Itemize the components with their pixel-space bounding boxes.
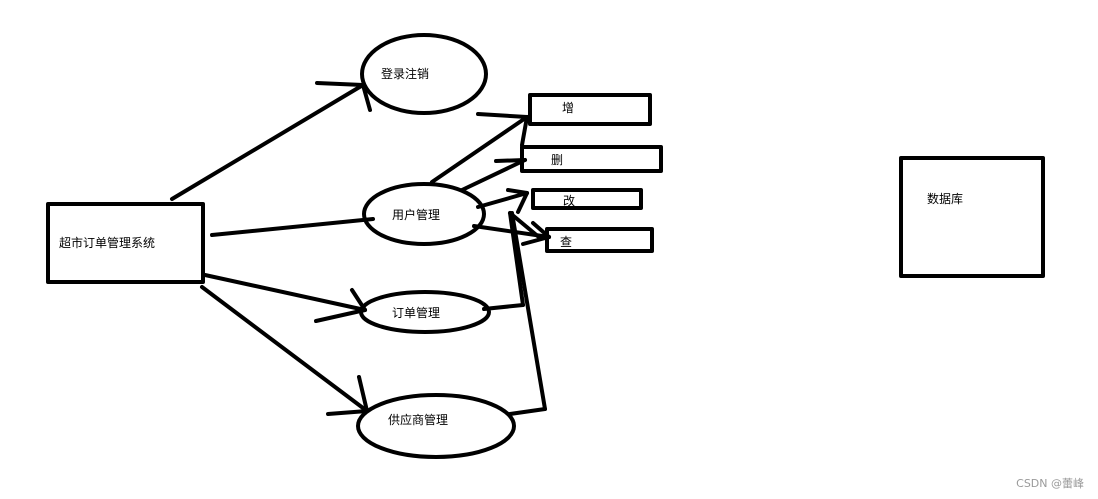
modify-box: [531, 188, 643, 210]
system-box: [46, 202, 205, 284]
arrow-system-to-login: [170, 81, 372, 201]
label-database: 数据库: [927, 191, 963, 206]
arrow-supplier-to-user-functions: [508, 211, 547, 416]
label-add: 增: [562, 101, 574, 115]
arrow-system-to-order: [203, 273, 367, 323]
label-delete: 删: [551, 153, 563, 167]
supplier-ellipse: [356, 393, 516, 459]
add-box: [528, 93, 652, 126]
user-ellipse: [362, 182, 486, 246]
arrow-user-to-modify: [476, 188, 529, 214]
arrow-order-to-user-functions: [482, 211, 542, 311]
query-box: [545, 227, 654, 253]
arrow-system-to-supplier: [200, 285, 369, 416]
label-query: 查: [560, 235, 572, 249]
login-ellipse: [360, 33, 488, 115]
arrow-user-to-add: [430, 112, 529, 184]
arrow-user-to-delete: [460, 158, 527, 192]
database-box: [899, 156, 1045, 278]
label-system: 超市订单管理系统: [59, 235, 155, 250]
label-modify: 改: [563, 194, 575, 208]
label-user: 用户管理: [392, 207, 440, 222]
label-login: 登录注销: [381, 66, 429, 81]
arrow-system-to-user: [210, 217, 375, 237]
label-supplier: 供应商管理: [388, 412, 448, 427]
watermark-text: CSDN @蕾峰: [1016, 477, 1084, 490]
delete-box: [520, 145, 663, 173]
label-order: 订单管理: [392, 305, 440, 320]
